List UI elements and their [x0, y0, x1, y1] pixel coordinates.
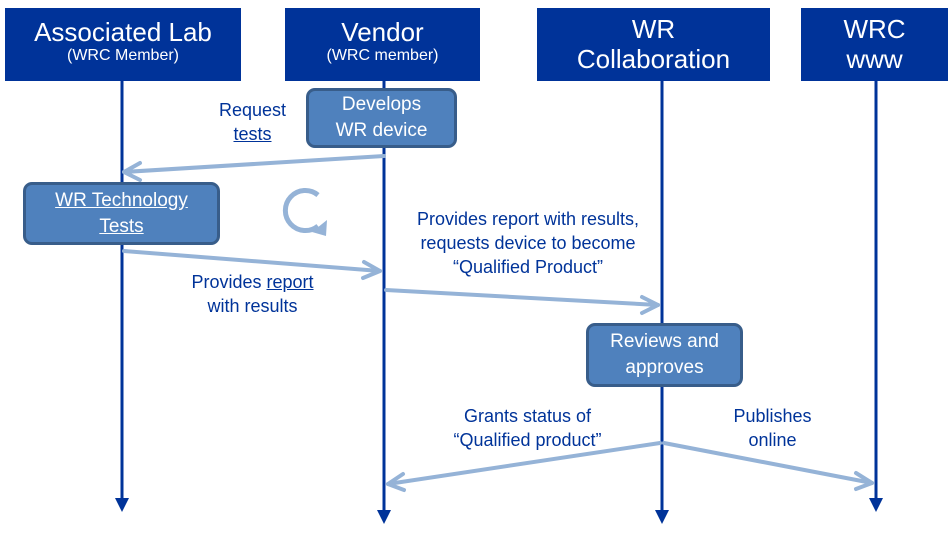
actor-title: Vendor — [341, 17, 424, 47]
message-provides-report-request: Provides report with results, requests d… — [392, 207, 664, 279]
actor-wrc-www: WRC www — [801, 8, 948, 81]
message-line: Publishes — [733, 406, 812, 426]
arrow-provides-report-request — [384, 288, 660, 315]
tests-link[interactable]: Tests — [99, 215, 144, 237]
activity-line: approves — [625, 357, 704, 378]
actor-title: Associated Lab — [34, 17, 212, 47]
activity-line: WR device — [335, 120, 428, 141]
report-link[interactable]: report — [266, 272, 314, 292]
arrow-publishes-online — [662, 441, 874, 491]
actor-subtitle: (WRC member) — [326, 47, 439, 64]
tests-link[interactable]: tests — [233, 124, 272, 144]
lifelines — [115, 80, 883, 524]
actor-associated-lab: Associated Lab (WRC Member) — [5, 8, 241, 81]
message-grants-status: Grants status of “Qualified product” — [425, 404, 630, 452]
arrow-grants-status — [386, 441, 662, 492]
lifeline-arrowhead-vendor — [377, 510, 391, 524]
message-line: with results — [207, 296, 298, 316]
message-line: Provides report with results, — [416, 209, 640, 229]
actor-title: WR — [631, 14, 676, 44]
message-line: Provides report — [160, 270, 345, 294]
arrow-request-tests — [122, 154, 386, 182]
message-provides-report: Provides report with results — [160, 270, 345, 318]
circular-arrow-icon — [282, 188, 327, 236]
activity-line: Reviews and — [610, 331, 719, 352]
message-line: online — [748, 430, 797, 450]
lifeline-arrowhead-associated-lab — [115, 498, 129, 512]
message-arrows — [122, 154, 874, 492]
actor-title: WRC — [843, 14, 906, 44]
message-line: “Qualified Product” — [452, 257, 604, 277]
arrow-provides-report — [122, 249, 382, 280]
activity-develops-wr-device: Develops WR device — [306, 88, 457, 148]
actor-subtitle: (WRC Member) — [67, 47, 179, 64]
actor-subtitle: www — [846, 44, 903, 74]
actor-wr-collaboration: WR Collaboration — [537, 8, 770, 81]
wr-technology-link[interactable]: WR Technology — [55, 189, 188, 211]
message-publishes-online: Publishes online — [710, 404, 835, 452]
activity-line: Develops — [341, 94, 422, 115]
message-request-tests: Request tests — [200, 98, 305, 146]
message-text: Provides — [191, 272, 267, 292]
message-line: Request — [218, 100, 287, 120]
activity-wr-technology-tests[interactable]: WR Technology Tests — [23, 182, 220, 245]
lifeline-arrowhead-wr-collaboration — [655, 510, 669, 524]
actor-subtitle: Collaboration — [576, 44, 731, 74]
message-line: Grants status of — [463, 406, 592, 426]
message-line: requests device to become — [420, 233, 636, 253]
lifeline-arrowhead-wrc-www — [869, 498, 883, 512]
message-line: “Qualified product” — [453, 430, 602, 450]
actor-vendor: Vendor (WRC member) — [285, 8, 480, 81]
activity-reviews-and-approves: Reviews and approves — [586, 323, 743, 387]
